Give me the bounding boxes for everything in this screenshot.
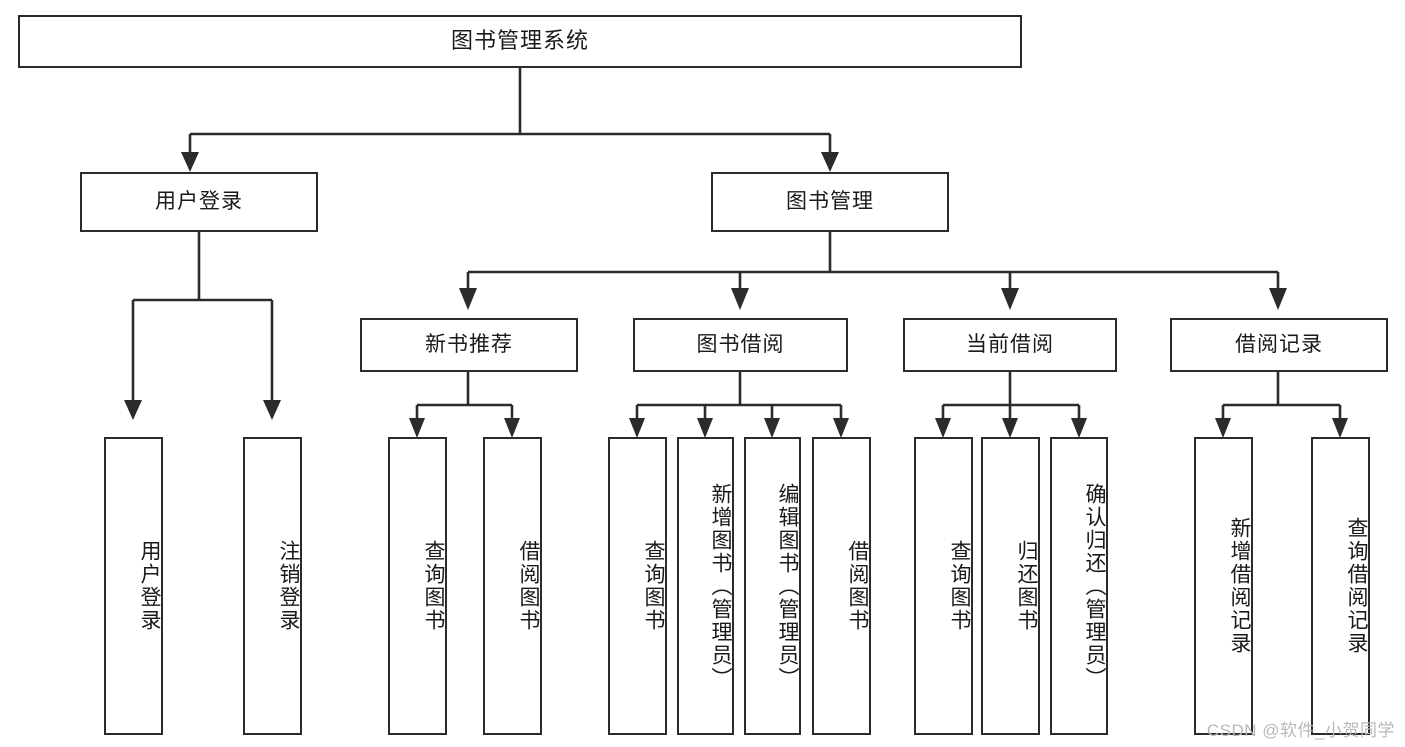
leaf-current-query-book[interactable]: 查询图书	[914, 437, 973, 735]
arrow-dqjy-c2	[1002, 418, 1018, 438]
node-user-login[interactable]: 用户登录	[80, 172, 318, 232]
arrow-jyjl-c1	[1215, 418, 1231, 438]
node-root-book-management-system[interactable]: 图书管理系统	[18, 15, 1022, 68]
arrow-tsjy-c2	[697, 418, 713, 438]
leaf-user-login-login[interactable]: 用户登录	[104, 437, 163, 735]
arrow-dqjy-c1	[935, 418, 951, 438]
leaf-current-return-book[interactable]: 归还图书	[981, 437, 1040, 735]
node-new-book-recommend[interactable]: 新书推荐	[360, 318, 578, 372]
arrow-jyjl-c2	[1332, 418, 1348, 438]
arrow-tsjy-c3	[764, 418, 780, 438]
node-book-borrow[interactable]: 图书借阅	[633, 318, 848, 372]
node-book-management[interactable]: 图书管理	[711, 172, 949, 232]
arrow-bm-c2	[731, 288, 749, 310]
arrow-xstj-c2	[504, 418, 520, 438]
leaf-record-add-borrow-record[interactable]: 新增借阅记录	[1194, 437, 1253, 735]
leaf-user-login-logout[interactable]: 注销登录	[243, 437, 302, 735]
leaf-current-confirm-return-admin[interactable]: 确认归还（管理员）	[1050, 437, 1108, 735]
node-borrow-record[interactable]: 借阅记录	[1170, 318, 1388, 372]
arrow-dqjy-c3	[1071, 418, 1087, 438]
leaf-borrow-edit-book-admin[interactable]: 编辑图书（管理员）	[744, 437, 801, 735]
leaf-borrow-add-book-admin[interactable]: 新增图书（管理员）	[677, 437, 734, 735]
arrow-xstj-c1	[409, 418, 425, 438]
arrow-root-to-book-manage	[821, 152, 839, 172]
arrow-tsjy-c4	[833, 418, 849, 438]
arrow-ul-c1	[124, 400, 142, 420]
arrow-ul-c2	[263, 400, 281, 420]
leaf-recommend-query-book[interactable]: 查询图书	[388, 437, 447, 735]
leaf-recommend-borrow-book[interactable]: 借阅图书	[483, 437, 542, 735]
leaf-record-query-borrow-record[interactable]: 查询借阅记录	[1311, 437, 1370, 735]
leaf-borrow-borrow-book[interactable]: 借阅图书	[812, 437, 871, 735]
arrow-bm-c1	[459, 288, 477, 310]
node-current-borrow[interactable]: 当前借阅	[903, 318, 1117, 372]
csdn-watermark: CSDN @软件_小贺同学	[1206, 721, 1395, 740]
arrow-bm-c3	[1001, 288, 1019, 310]
arrow-bm-c4	[1269, 288, 1287, 310]
arrow-root-to-user-login	[181, 152, 199, 172]
arrow-tsjy-c1	[629, 418, 645, 438]
leaf-borrow-query-book[interactable]: 查询图书	[608, 437, 667, 735]
